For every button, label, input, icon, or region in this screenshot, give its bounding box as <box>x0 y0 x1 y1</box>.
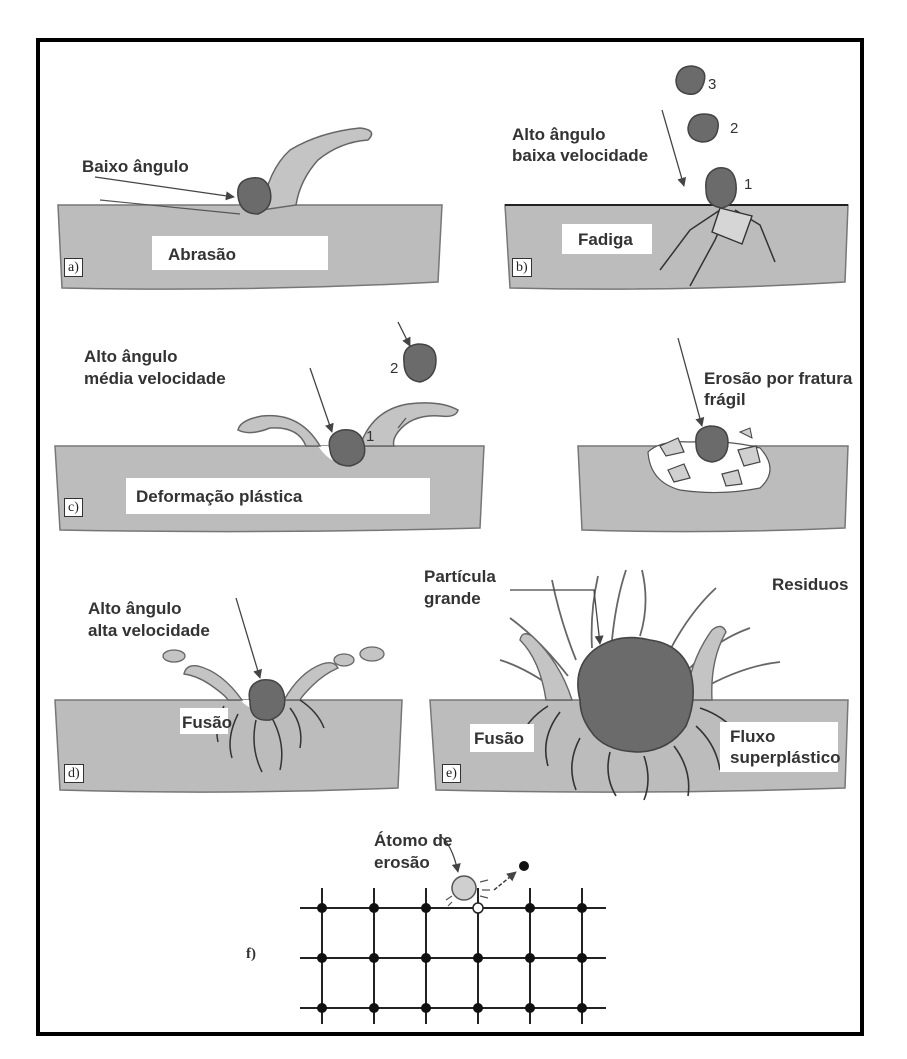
panel-c2-mechanism-1: Erosão por fratura <box>704 368 852 389</box>
panel-b-particle-1 <box>706 168 736 208</box>
panel-a-mechanism: Abrasão <box>168 244 236 265</box>
panel-f-vacancy <box>473 903 483 913</box>
panel-d-droplet-1 <box>163 650 185 662</box>
panel-a-tag: a) <box>64 258 83 277</box>
panel-e-residue-label: Residuos <box>772 574 849 595</box>
panel-c-mechanism: Deformação plástica <box>136 486 302 507</box>
panel-f-tag: f) <box>246 946 256 963</box>
panel-d-angle-label-1: Alto ângulo <box>88 598 181 619</box>
panel-e-splash-left <box>520 634 572 700</box>
panel-c-particle-2 <box>404 344 436 382</box>
panel-c-angle-label-1: Alto ângulo <box>84 346 177 367</box>
panel-b-particle-2 <box>688 114 718 142</box>
panel-d-arrow <box>236 598 260 678</box>
panel-a-angle-label: Baixo ângulo <box>82 156 189 177</box>
panel-c2-particle <box>696 426 728 462</box>
panel-b-seq-1: 1 <box>744 176 752 193</box>
panel-f-atom-label-1: Átomo de <box>374 830 452 851</box>
panel-b-mechanism: Fadiga <box>578 229 633 250</box>
panel-c-lip-right <box>360 403 458 446</box>
panel-f-eject-arrow <box>494 872 516 890</box>
panel-b-seq-2: 2 <box>730 120 738 137</box>
panel-b-tag: b) <box>512 258 532 277</box>
panel-a-chip <box>262 128 372 210</box>
panel-f-atom-label-2: erosão <box>374 852 430 873</box>
panel-e-melt-label: Fusão <box>474 728 524 749</box>
panel-a-arrow <box>95 177 234 197</box>
panel-e-large-particle <box>578 638 693 752</box>
panel-d-splash-left <box>184 666 242 700</box>
panel-b-arrow <box>662 110 684 186</box>
panel-d-mechanism: Fusão <box>182 712 232 733</box>
panel-c-lip-left <box>238 416 320 446</box>
panel-c-particle-1 <box>329 430 365 466</box>
panel-c-seq-1: 1 <box>366 428 374 445</box>
panel-b-seq-3: 3 <box>708 76 716 93</box>
panel-a-particle <box>238 178 271 214</box>
panel-e-particle-label-1: Partícula <box>424 566 496 587</box>
panel-c-seq-2: 2 <box>390 360 398 377</box>
panel-c2-arrow <box>678 338 702 426</box>
panel-c-tag: c) <box>64 498 83 517</box>
panel-d-tag: d) <box>64 764 84 783</box>
panel-f-ejected-atom <box>519 861 529 871</box>
panel-d-angle-label-2: alta velocidade <box>88 620 210 641</box>
panel-c-arrow-1 <box>310 368 332 432</box>
panel-f-incident-atom <box>452 876 476 900</box>
panel-c-angle-label-2: média velocidade <box>84 368 226 389</box>
panel-e-flow-label-2: superplástico <box>730 747 841 768</box>
panel-d-splash-right <box>284 663 338 700</box>
panel-c2-mechanism-2: frágil <box>704 389 746 410</box>
panel-b-angle-label-2: baixa velocidade <box>512 145 648 166</box>
panel-e-particle-label-2: grande <box>424 588 481 609</box>
panel-e-flow-label-1: Fluxo <box>730 726 775 747</box>
panel-b-particle-3 <box>676 66 705 94</box>
panel-d-droplet-2 <box>334 654 354 666</box>
panel-b-angle-label-1: Alto ângulo <box>512 124 605 145</box>
panel-d-droplet-3 <box>360 647 384 661</box>
panel-c-arrow-2 <box>398 322 410 346</box>
panel-d-particle <box>249 680 285 720</box>
panel-b-drawing <box>505 66 848 289</box>
panel-f-lattice <box>300 836 606 1024</box>
panel-e-tag: e) <box>442 764 461 783</box>
